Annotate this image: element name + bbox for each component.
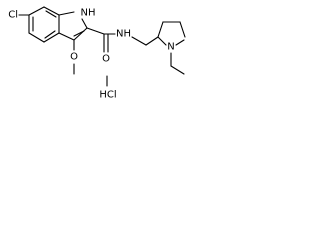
double-bond-line [45,10,57,18]
pyrrolidine-ring [157,21,186,46]
bond [43,6,60,16]
double-bond-line [73,30,85,37]
bond-ch2-ch3-ethyl [170,65,185,75]
amide-oxygen-label: O [102,54,110,65]
chlorine-atom-label: Cl [8,10,18,21]
bond [58,11,75,16]
benzene-ring [28,6,60,43]
bond-ch2-c [145,36,159,46]
pyrrolidine-nitrogen-label: N [167,42,174,53]
bond-n-ch2 [131,36,147,46]
methoxy-oxygen-label: O [70,52,78,63]
bond [157,36,167,46]
bond-c-carbonyl [86,27,105,35]
bond [28,32,45,43]
bond [157,21,164,38]
bond [81,18,88,29]
pyrrole-ring [58,11,88,41]
bond [179,21,186,38]
bond [58,32,75,41]
amide-nh-label: NH [116,29,131,40]
bond [28,6,45,16]
hydrochloride-label: HCl [99,90,116,101]
bond [43,32,60,43]
indole-nh-label: NH [81,8,96,19]
chemical-structure-diagram: Cl NH O O NH N HCl [8,6,186,101]
bond [73,27,88,41]
double-bond-line [44,30,56,39]
bond [175,39,185,46]
